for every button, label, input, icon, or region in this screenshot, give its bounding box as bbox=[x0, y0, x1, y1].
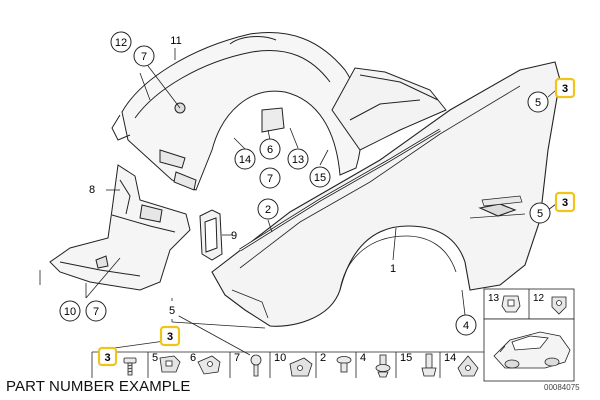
svg-text:5: 5 bbox=[152, 352, 158, 364]
callout-1: 1 bbox=[390, 263, 396, 275]
leader-lines bbox=[39, 48, 557, 356]
document-id: 00084075 bbox=[544, 383, 580, 392]
callout-4: 4 bbox=[455, 314, 477, 336]
callout-3-right-1: 3 bbox=[554, 77, 576, 99]
callout-2: 2 bbox=[257, 198, 279, 220]
strip-part-3: 3 bbox=[97, 346, 137, 376]
svg-text:2: 2 bbox=[320, 352, 326, 364]
svg-text:3: 3 bbox=[562, 197, 568, 209]
svg-text:12: 12 bbox=[115, 37, 127, 49]
expanding-rivet-icon bbox=[421, 353, 437, 377]
callout-9: 9 bbox=[231, 230, 237, 242]
svg-text:6: 6 bbox=[267, 144, 273, 156]
callout-5-right-2: 5 bbox=[529, 202, 551, 224]
bolt-icon bbox=[250, 354, 262, 377]
push-rivet-icon bbox=[375, 354, 391, 378]
callout-7-mid: 7 bbox=[259, 167, 281, 189]
svg-text:3: 3 bbox=[167, 331, 173, 343]
svg-text:4: 4 bbox=[463, 320, 469, 332]
svg-text:14: 14 bbox=[239, 154, 251, 166]
strip-part-15: 15 bbox=[400, 352, 437, 377]
svg-text:2: 2 bbox=[265, 204, 271, 216]
svg-text:3: 3 bbox=[104, 352, 110, 364]
svg-text:5: 5 bbox=[537, 208, 543, 220]
svg-text:7: 7 bbox=[141, 51, 147, 63]
clip-13-icon bbox=[501, 295, 521, 313]
front-fender bbox=[211, 61, 561, 327]
strip-part-14: 14 bbox=[444, 352, 479, 377]
inset-label-13: 13 bbox=[488, 293, 500, 304]
svg-text:13: 13 bbox=[292, 154, 304, 166]
callout-7-top: 7 bbox=[133, 45, 155, 67]
callout-6: 6 bbox=[259, 138, 281, 160]
callout-8: 8 bbox=[89, 184, 95, 196]
clip-nut-icon bbox=[159, 355, 181, 373]
rivet-icon bbox=[336, 356, 352, 373]
inset-panel: 13 12 bbox=[483, 288, 575, 382]
svg-text:15: 15 bbox=[400, 352, 412, 364]
svg-text:3: 3 bbox=[562, 83, 568, 95]
caption: PART NUMBER EXAMPLE bbox=[6, 378, 191, 395]
svg-text:7: 7 bbox=[267, 173, 273, 185]
callout-15: 15 bbox=[309, 166, 331, 188]
svg-text:7: 7 bbox=[93, 306, 99, 318]
bracket-part-9 bbox=[199, 209, 223, 261]
plastic-nut-icon bbox=[457, 355, 479, 377]
svg-text:14: 14 bbox=[444, 352, 456, 364]
parts-strip: 3 5 6 7 bbox=[91, 346, 484, 378]
svg-text:6: 6 bbox=[190, 352, 196, 364]
clip-12-icon bbox=[551, 296, 567, 315]
callout-5-right-1: 5 bbox=[527, 91, 549, 113]
car-icon bbox=[493, 331, 571, 369]
callout-12-top: 12 bbox=[110, 31, 132, 53]
callout-13: 13 bbox=[287, 148, 309, 170]
expansion-nut-icon bbox=[197, 355, 221, 375]
svg-text:7: 7 bbox=[234, 352, 240, 364]
strip-part-5: 5 bbox=[152, 352, 181, 373]
callout-11: 11 bbox=[170, 35, 181, 47]
inner-splash-panel bbox=[331, 67, 447, 151]
svg-text:10: 10 bbox=[274, 352, 286, 364]
svg-text:10: 10 bbox=[64, 306, 76, 318]
inset-label-12: 12 bbox=[533, 293, 545, 304]
screw-icon bbox=[123, 357, 137, 376]
svg-text:5: 5 bbox=[169, 305, 175, 317]
strip-part-4: 4 bbox=[360, 352, 391, 378]
lower-shield bbox=[49, 164, 191, 291]
strip-part-2: 2 bbox=[320, 352, 352, 373]
callout-7-bottom: 7 bbox=[85, 300, 107, 322]
callout-14: 14 bbox=[234, 148, 256, 170]
strip-part-7: 7 bbox=[234, 352, 262, 377]
svg-text:5: 5 bbox=[535, 97, 541, 109]
svg-text:15: 15 bbox=[314, 172, 326, 184]
strip-part-6: 6 bbox=[190, 352, 221, 375]
svg-text:4: 4 bbox=[360, 352, 366, 364]
callout-5-low: 5 bbox=[163, 301, 181, 319]
nut-plate-icon bbox=[289, 357, 313, 377]
callout-3-low: 3 bbox=[159, 325, 181, 347]
callout-3-right-2: 3 bbox=[554, 191, 576, 213]
strip-part-10: 10 bbox=[274, 352, 313, 377]
callout-10-bottom: 10 bbox=[59, 300, 81, 322]
